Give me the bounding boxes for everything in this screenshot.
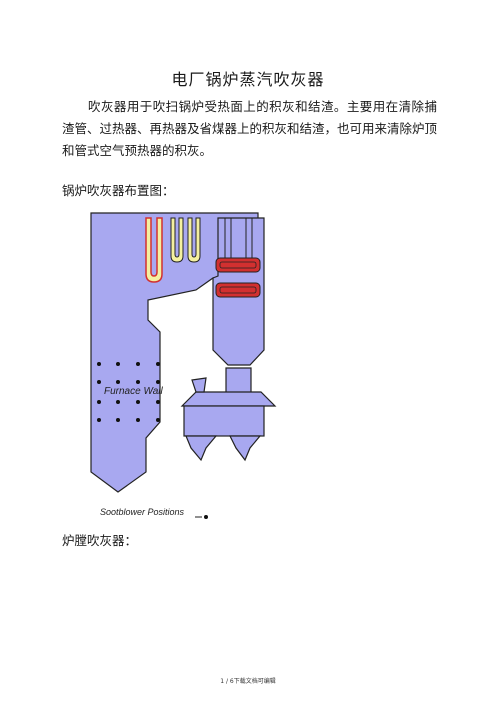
sootblower-dot <box>97 400 101 404</box>
layout-diagram-label: 锅炉吹灰器布置图： <box>62 183 175 198</box>
superheater-tube-1 <box>145 217 163 283</box>
sootblower-dot <box>136 418 140 422</box>
hopper-box <box>183 405 265 437</box>
hopper-left <box>185 435 218 462</box>
sootblower-dot <box>116 400 120 404</box>
sootblower-positions-label: Sootblower Positions <box>100 507 185 517</box>
sootblower-dot <box>156 400 160 404</box>
sootblower-dot <box>136 400 140 404</box>
sootblower-dot <box>97 362 101 366</box>
page-footer: 1 / 6下载文档可编辑 <box>220 678 276 685</box>
superheater-tube-3 <box>187 217 201 263</box>
sootblower-dot <box>97 380 101 384</box>
air-heater <box>225 367 252 396</box>
hopper-right <box>229 435 262 462</box>
sootblower-dot <box>136 362 140 366</box>
boiler-sootblower-diagram: Furnace Wall Sootblower Positions <box>88 210 278 530</box>
superheater-tube-2 <box>170 217 184 263</box>
legend-dot <box>204 515 208 519</box>
reheater-bundle-inner <box>219 261 257 269</box>
hopper-upper <box>180 391 277 407</box>
wall-sootblower-dots <box>97 362 160 422</box>
furnace-wall-label: Furnace Wall <box>104 386 164 397</box>
sootblower-dot <box>116 362 120 366</box>
sootblower-dot <box>156 418 160 422</box>
sootblower-dot <box>156 362 160 366</box>
sootblower-dot <box>136 380 140 384</box>
sootblower-dot <box>97 418 101 422</box>
sootblower-dot <box>156 380 160 384</box>
economizer-bundle <box>215 282 261 298</box>
flue-duct <box>191 377 207 393</box>
intro-paragraph: 吹灰器用于吹扫锅炉受热面上的积灰和结渣。主要用在清除捕渣管、过热器、再热器及省煤… <box>62 99 438 158</box>
reheater-bundle <box>215 257 261 273</box>
economizer-bundle-inner <box>219 286 257 294</box>
page-title: 电厂锅炉蒸汽吹灰器 <box>171 70 325 89</box>
furnace-sootblower-label: 炉膛吹灰器： <box>62 533 138 548</box>
sootblower-dot <box>116 418 120 422</box>
sootblower-dot <box>116 380 120 384</box>
boiler-diagram-svg: Furnace Wall Sootblower Positions <box>90 212 277 519</box>
